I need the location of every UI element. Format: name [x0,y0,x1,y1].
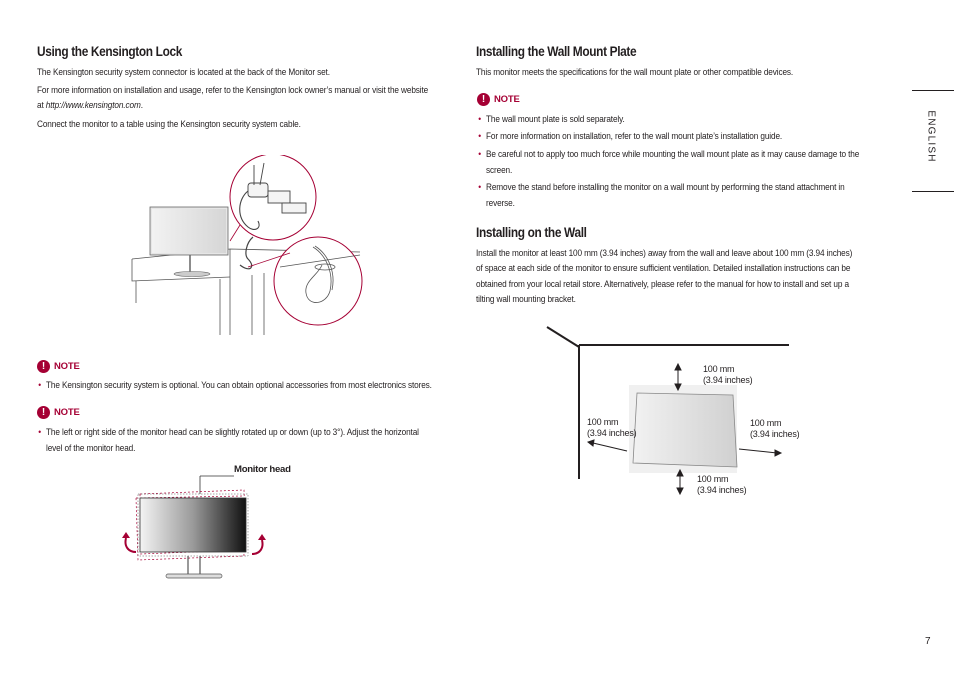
measurement-right: 100 mm (3.94 inches) [750,418,800,440]
measurement-right-in: (3.94 inches) [750,429,800,439]
wallplate-paragraph: This monitor meets the specifications fo… [476,67,794,78]
measurement-left-in: (3.94 inches) [587,428,637,438]
wallplate-note-3-line2: screen. [486,165,513,176]
measurement-bottom-mm: 100 mm [697,474,729,484]
bullet-dot: • [38,380,42,391]
wall-line-4: tilting wall mounting bracket. [476,294,576,305]
exclamation-icon: ! [37,406,50,419]
wallplate-note-label: NOTE [494,94,520,105]
wall-mount-illustration [546,326,789,496]
page-number: 7 [925,636,931,647]
measurement-top-in: (3.94 inches) [703,375,753,385]
wallplate-note-4-line1: Remove the stand before installing the m… [486,182,845,193]
note1-header: ! NOTE [37,360,80,373]
bullet-dot: • [478,131,482,142]
note2-line2: level of the monitor head. [46,443,136,454]
language-tab: ENGLISH [921,96,941,186]
bullet-dot: • [478,114,482,125]
wall-line-2: of space at each side of the monitor to … [476,263,851,274]
wallplate-note-3-line1: Be careful not to apply too much force w… [486,149,860,160]
note1-item-text: The Kensington security system is option… [46,380,432,391]
wallplate-title: Installing the Wall Mount Plate [476,44,637,59]
kensington-p2a: For more information on installation and… [37,85,429,96]
wallplate-note-1: • The wall mount plate is sold separatel… [478,112,625,128]
note1-label: NOTE [54,361,80,372]
note2-label: NOTE [54,407,80,418]
measurement-left-mm: 100 mm [587,417,619,427]
exclamation-icon: ! [37,360,50,373]
kensington-title: Using the Kensington Lock [37,44,182,59]
kensington-p1: The Kensington security system connector… [37,67,330,78]
measurement-top-mm: 100 mm [703,364,735,374]
kensington-p2b-suffix: . [140,100,143,111]
note2-header: ! NOTE [37,406,80,419]
kensington-illustration [131,155,363,335]
kensington-p3: Connect the monitor to a table using the… [37,119,301,130]
kensington-p2b-prefix: at [37,100,46,111]
bullet-dot: • [478,149,482,160]
wallplate-note-4-line2: reverse. [486,198,515,209]
bullet-dot: • [478,182,482,193]
wallplate-note-header: ! NOTE [477,93,520,106]
measurement-right-mm: 100 mm [750,418,782,428]
wallplate-note-2: • For more information on installation, … [478,129,783,145]
language-label: ENGLISH [925,110,937,163]
monitor-rotation-illustration [122,475,266,579]
note1-item: • The Kensington security system is opti… [38,378,432,394]
note2-line1: The left or right side of the monitor he… [46,427,419,438]
kensington-p2b: at http://www.kensington.com. [37,98,143,114]
wall-title: Installing on the Wall [476,225,587,240]
wallplate-note-3: • Be careful not to apply too much force… [478,147,860,179]
bullet-dot: • [38,427,42,438]
wall-line-3: obtained from your local retail store. A… [476,279,849,290]
kensington-link[interactable]: http://www.kensington.com [45,100,141,111]
measurement-top: 100 mm (3.94 inches) [703,364,753,386]
exclamation-icon: ! [477,93,490,106]
measurement-left: 100 mm (3.94 inches) [587,417,637,439]
side-rule-top [912,90,954,91]
measurement-bottom: 100 mm (3.94 inches) [697,474,747,496]
wallplate-note-4: • Remove the stand before installing the… [478,180,845,212]
side-rule-bottom [912,191,954,192]
wallplate-note-1-text: The wall mount plate is sold separately. [486,114,625,125]
monitor-head-label: Monitor head [234,464,291,475]
measurement-bottom-in: (3.94 inches) [697,485,747,495]
wall-line-1: Install the monitor at least 100 mm (3.9… [476,248,853,259]
wallplate-note-2-text: For more information on installation, re… [486,131,783,142]
note2-item: • The left or right side of the monitor … [38,425,419,457]
